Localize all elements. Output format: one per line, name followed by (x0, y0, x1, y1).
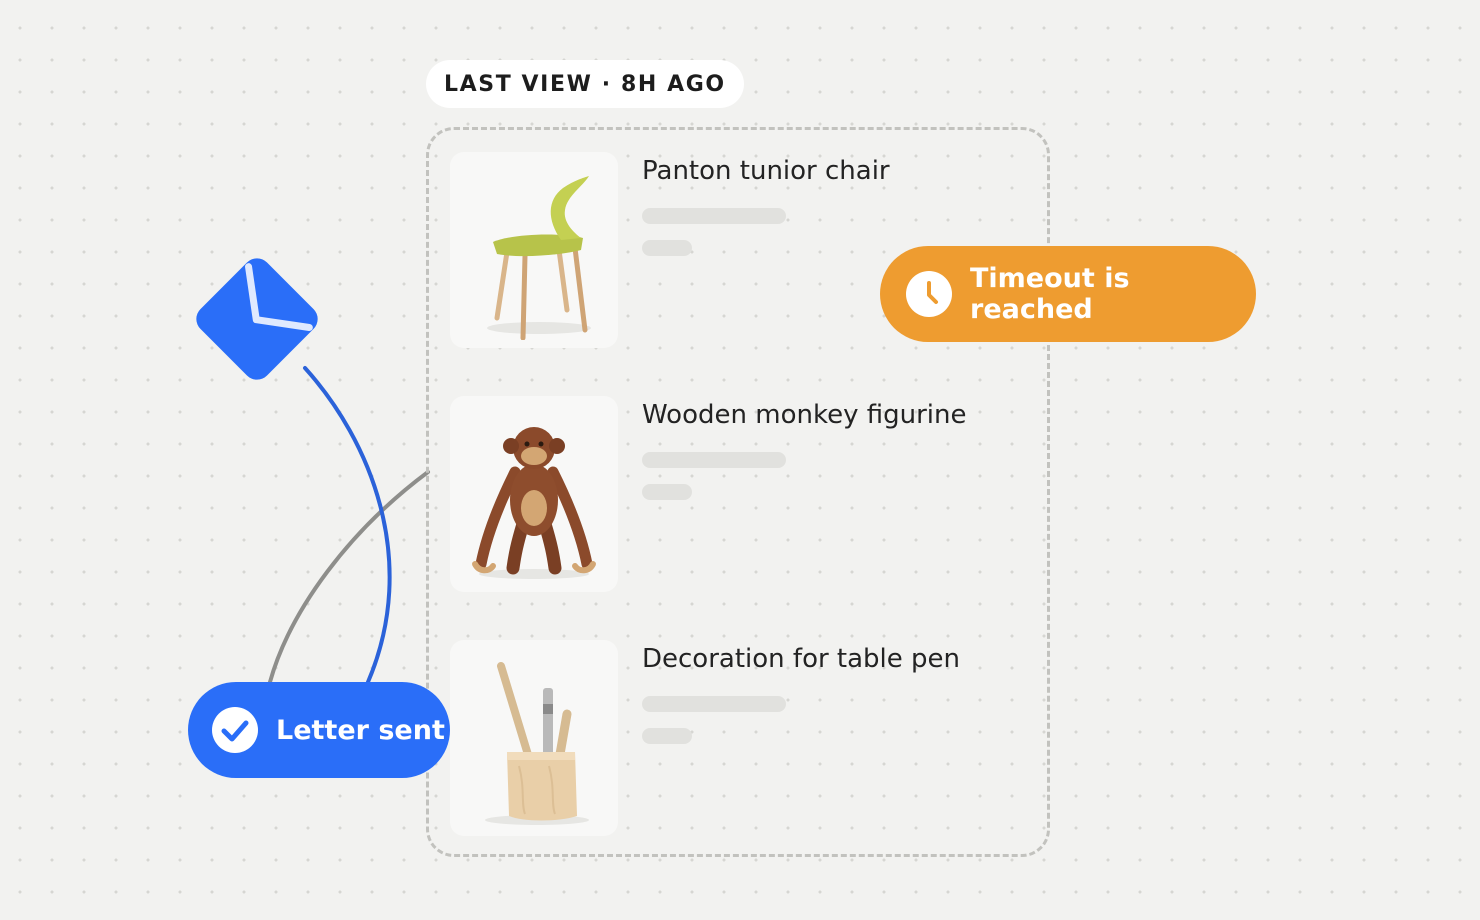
skeleton-line (642, 696, 786, 712)
chair-icon (487, 176, 591, 340)
product-item-monkey[interactable]: Wooden monkey figurine (450, 396, 1010, 592)
product-thumbnail (450, 152, 618, 348)
timeout-label: Timeout is reached (970, 263, 1130, 325)
product-name: Panton tunior chair (642, 156, 890, 186)
letter-sent-label: Letter sent (276, 714, 445, 746)
skeleton-line (642, 452, 786, 468)
clock-icon (906, 271, 952, 317)
viewed-products-frame (426, 127, 1050, 857)
pen-holder-icon (485, 662, 589, 825)
skeleton-line (642, 484, 692, 500)
gray-connector (268, 470, 430, 684)
product-name: Wooden monkey figurine (642, 400, 967, 430)
check-icon (212, 707, 258, 753)
monkey-figurine-icon (472, 427, 596, 579)
product-thumbnail (450, 396, 618, 592)
product-thumbnail (450, 640, 618, 836)
envelope-icon (196, 258, 318, 380)
skeleton-line (642, 240, 692, 256)
product-item-pen-holder[interactable]: Decoration for table pen (450, 640, 1010, 836)
skeleton-line (642, 208, 786, 224)
product-item-chair[interactable]: Panton tunior chair (450, 152, 1010, 348)
letter-sent-pill: Letter sent (188, 682, 450, 778)
timeout-reached-pill: Timeout is reached (880, 246, 1256, 342)
last-view-text: LAST VIEW · 8H AGO (444, 71, 726, 97)
product-name: Decoration for table pen (642, 644, 961, 674)
skeleton-line (642, 728, 692, 744)
last-view-badge: LAST VIEW · 8H AGO (426, 60, 744, 108)
blue-connector (303, 366, 392, 684)
